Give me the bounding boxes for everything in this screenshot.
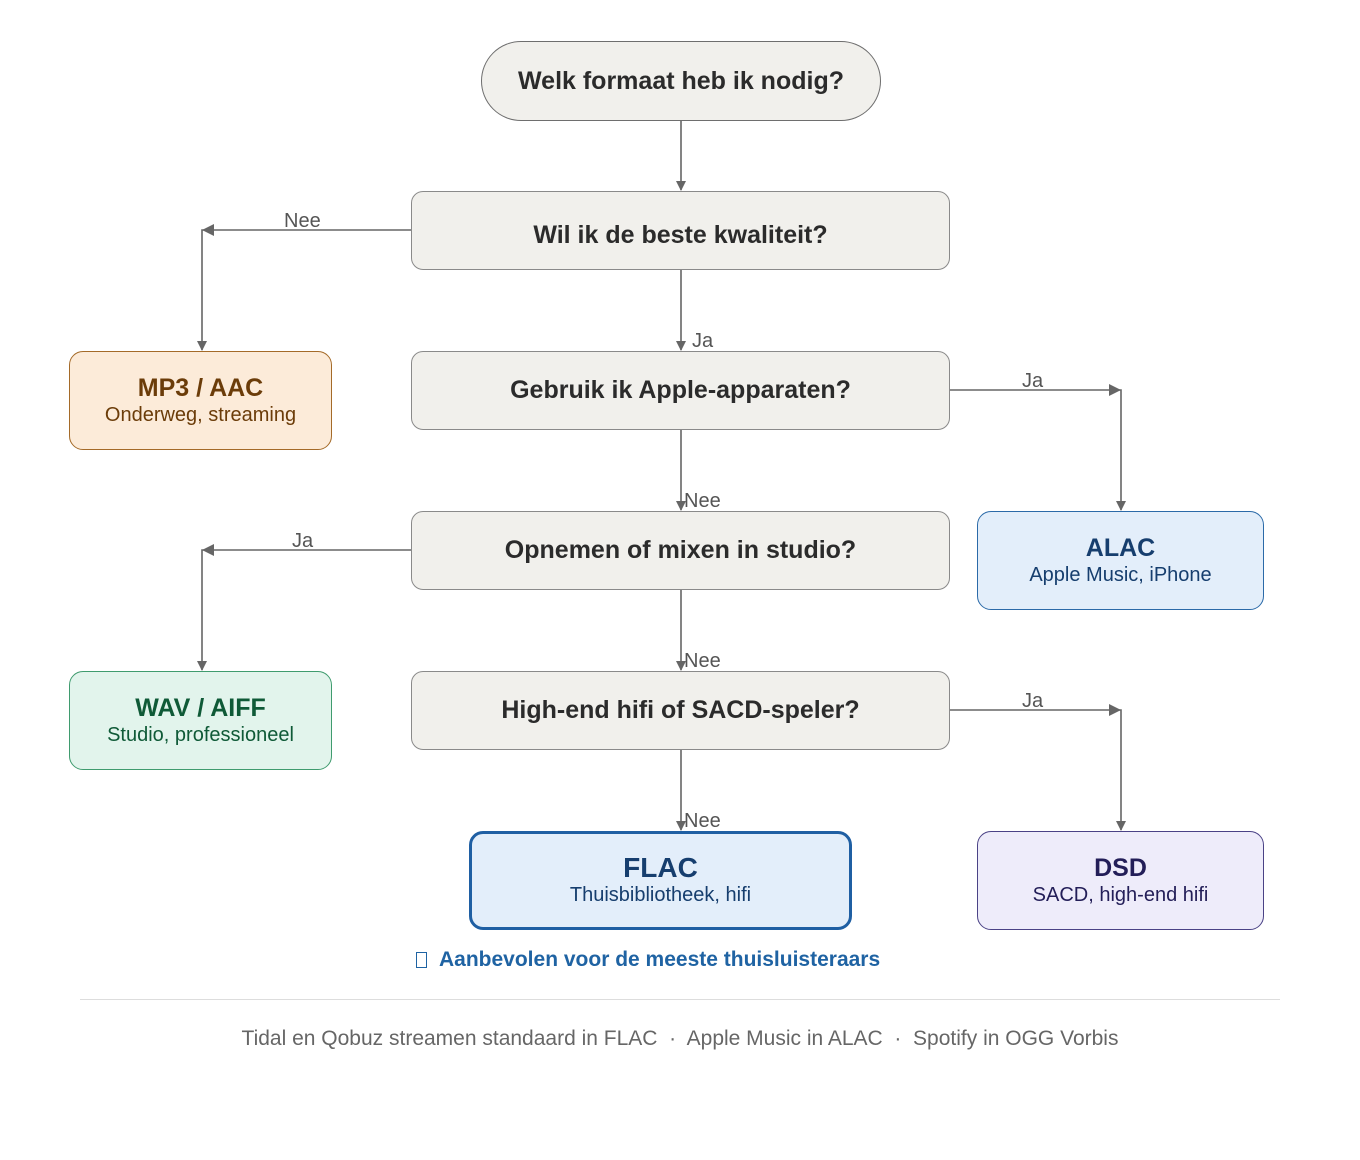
question-studio-label: Opnemen of mixen in studio? [504,536,857,564]
start-label: Welk formaat heb ik nodig? [518,66,844,95]
result-dsd: DSD SACD, high-end hifi [977,831,1264,930]
question-quality-label: Wil ik de beste kwaliteit? [533,221,828,249]
result-dsd-title: DSD [1094,853,1147,882]
result-mp3-title: MP3 / AAC [137,373,264,402]
question-hifi: High-end hifi of SACD-speler? [411,671,950,750]
edge-arrowhead [202,224,214,236]
edge-q3-wav [197,549,411,671]
question-apple-label: Gebruik ik Apple-apparaten? [510,376,851,404]
edge-label-q4-yes: Ja [1022,690,1044,712]
edge-arrowhead [1109,384,1121,396]
result-dsd-subtitle: SACD, high-end hifi [1032,883,1209,906]
result-wav-title: WAV / AIFF [135,693,266,722]
result-mp3-subtitle: Onderweg, streaming [104,403,297,426]
result-wav-aiff: WAV / AIFF Studio, professioneel [69,671,332,770]
edge-label-q3-yes: Ja [292,530,314,552]
question-quality: Wil ik de beste kwaliteit? [411,191,950,270]
edge-label-q2-no: Nee [684,490,721,512]
edge-label-q1-no: Nee [284,210,321,232]
edge-label-q2-yes: Ja [1022,370,1044,392]
question-apple: Gebruik ik Apple-apparaten? [411,351,950,430]
edge-label-q3-no: Nee [684,650,721,672]
result-flac-subtitle: Thuisbibliotheek, hifi [569,883,752,906]
edge-label-q1-yes: Ja [692,330,714,352]
recommendation-note: Aanbevolen voor de meeste thuisluisteraa… [416,948,880,972]
result-mp3-aac: MP3 / AAC Onderweg, streaming [69,351,332,450]
result-wav-subtitle: Studio, professioneel [107,723,294,746]
result-flac-title: FLAC [623,851,698,883]
result-alac: ALAC Apple Music, iPhone [977,511,1264,610]
result-alac-title: ALAC [1085,533,1156,562]
edge-arrowhead [1109,704,1121,716]
question-studio: Opnemen of mixen in studio? [411,511,950,590]
start-node: Welk formaat heb ik nodig? [481,41,881,121]
recommendation-text: Aanbevolen voor de meeste thuisluisteraa… [439,948,881,971]
edge-arrowhead [202,544,214,556]
edge-q1-mp3 [197,229,411,351]
edge-q2-alac [950,389,1126,511]
question-hifi-label: High-end hifi of SACD-speler? [501,696,860,724]
star-icon [416,952,427,968]
footer-divider [80,999,1280,1000]
edge-q4-dsd [950,709,1126,831]
footer-note: Tidal en Qobuz streamen standaard in FLA… [241,1027,1119,1050]
result-flac: FLAC Thuisbibliotheek, hifi [469,831,852,930]
result-alac-subtitle: Apple Music, iPhone [1029,563,1212,586]
edge-label-q4-no: Nee [684,810,721,832]
